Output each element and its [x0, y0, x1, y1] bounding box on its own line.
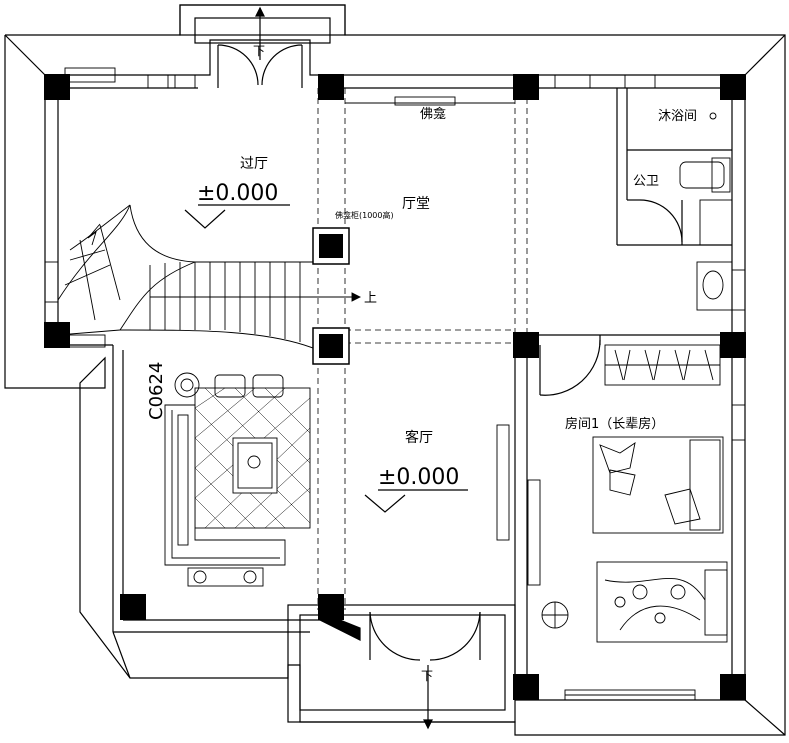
exterior-walls: [44, 39, 746, 701]
wardrobe: [604, 344, 721, 386]
round-table: [541, 601, 569, 629]
window-code-label: C0624: [146, 362, 167, 420]
room-label-living: 客厅: [405, 429, 433, 446]
staircase: 上: [57, 204, 377, 351]
stair-down-label-bottom: 下: [421, 669, 433, 683]
room-label-hall: 厅堂: [402, 196, 430, 212]
level-label-living: ±0.000: [378, 465, 459, 490]
room-label-toilet: 公卫: [633, 174, 659, 189]
top-porch: 下: [179, 4, 346, 88]
sofa-set: [164, 372, 311, 587]
interior-walls: [527, 88, 732, 396]
shrine-cabinet-note: 佛龛柜(1000高): [335, 210, 394, 220]
level-marker-living: [364, 489, 468, 513]
stair-up-label: 上: [364, 291, 377, 306]
windows: [44, 67, 746, 701]
bed-second: [596, 561, 728, 643]
stair-down-label-top: 下: [253, 44, 265, 58]
level-label-foyer: ±0.000: [197, 181, 278, 206]
level-marker-foyer: [184, 204, 290, 229]
bath-fixtures: [679, 112, 733, 311]
columns: [44, 74, 746, 700]
shrine-cabinet: [345, 96, 515, 106]
room-label-foyer: 过厅: [240, 156, 268, 172]
bed-main: [592, 436, 724, 534]
bottom-porch: 下: [287, 604, 516, 730]
shrine-label: 佛龛: [420, 107, 446, 122]
hall-columns: [312, 227, 350, 365]
room-label-bedroom: 房间1（长辈房）: [565, 416, 664, 432]
room-label-bath: 沐浴间: [658, 109, 697, 124]
tv-cabinet: [496, 424, 541, 586]
